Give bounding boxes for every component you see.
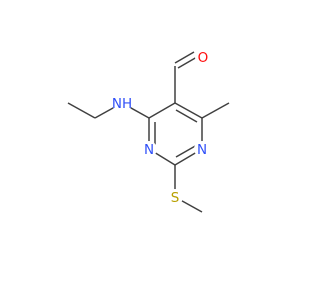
bond-ch2-ch3 [67, 102, 96, 119]
molecule-canvas: O NH N N S [67, 49, 230, 213]
aldehyde-double-bond-outer [177, 56, 198, 69]
aldehyde-double-bond-inner [174, 51, 195, 64]
bond-c6-methyl [201, 102, 230, 119]
ring-nitrogen-1-label: N [197, 142, 207, 158]
ring-nitrogen-3-label: N [144, 142, 154, 158]
sulfur-label: S [171, 190, 180, 206]
bond-c5-c6-inner [175, 109, 198, 123]
amine-nh-label: NH [112, 96, 132, 112]
structure-diagram: O NH N N S [67, 49, 230, 213]
bond-c4-c5 [148, 102, 176, 119]
bond-c5-c6 [174, 102, 203, 119]
bond-n1-c2-inner [175, 144, 198, 158]
oxygen-label: O [198, 50, 209, 66]
